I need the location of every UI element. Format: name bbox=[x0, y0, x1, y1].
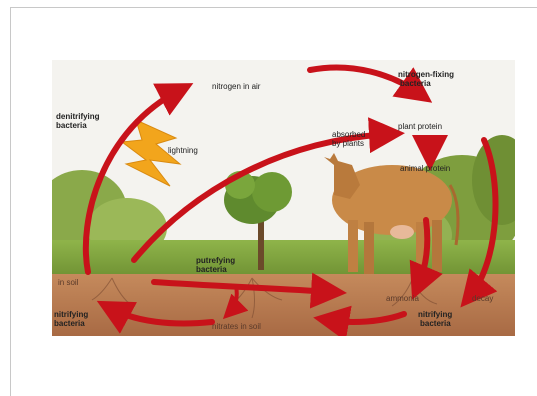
label-absorbed-by-plants-line1: absorbed bbox=[332, 130, 365, 139]
frame-top-border bbox=[10, 7, 537, 8]
label-ammonia: ammonia bbox=[386, 294, 419, 303]
label-nitrates-in-soil: nitrates in soil bbox=[212, 322, 261, 331]
label-in-soil: in soil bbox=[58, 278, 78, 287]
nitrogen-cycle-illustration: nitrogen in air nitrogen-fixing bacteria… bbox=[52, 60, 515, 336]
label-animal-protein: animal protein bbox=[400, 164, 450, 173]
label-putrefying-bacteria-line2: bacteria bbox=[196, 265, 227, 274]
label-nitrogen-in-air: nitrogen in air bbox=[212, 82, 260, 91]
label-putrefying-bacteria-line1: putrefying bbox=[196, 256, 235, 265]
label-lightning: lightning bbox=[168, 146, 198, 155]
label-denitrifying-bacteria-line1: denitrifying bbox=[56, 112, 100, 121]
label-decay: decay bbox=[472, 294, 493, 303]
label-nitrifying-bacteria-left-line1: nitrifying bbox=[54, 310, 88, 319]
nitrogen-cycle-drawing bbox=[52, 60, 515, 336]
label-nitrogen-fixing-bacteria-line1: nitrogen-fixing bbox=[398, 70, 454, 79]
frame-left-border bbox=[10, 7, 11, 396]
label-nitrifying-bacteria-right-line1: nitrifying bbox=[418, 310, 452, 319]
label-nitrifying-bacteria-right-line2: bacteria bbox=[420, 319, 451, 328]
label-absorbed-by-plants-line2: by plants bbox=[332, 139, 364, 148]
label-denitrifying-bacteria-line2: bacteria bbox=[56, 121, 87, 130]
label-nitrifying-bacteria-left-line2: bacteria bbox=[54, 319, 85, 328]
label-plant-protein: plant protein bbox=[398, 122, 442, 131]
label-nitrogen-fixing-bacteria-line2: bacteria bbox=[400, 79, 431, 88]
